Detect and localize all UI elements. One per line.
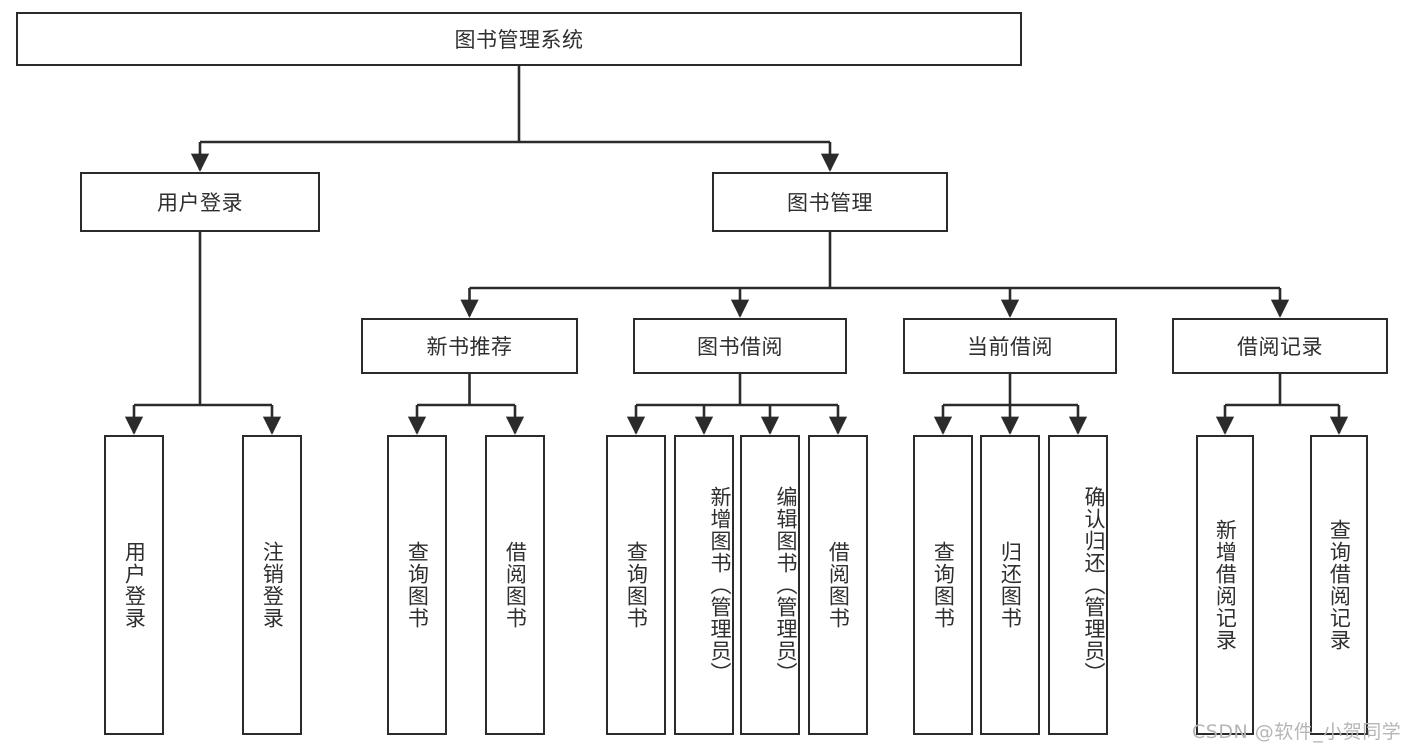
node-label: 图书管理系统 xyxy=(454,28,584,52)
node-new-book-recommend: 新书推荐 xyxy=(361,318,578,374)
node-label: 确认归还（管理员） xyxy=(1082,486,1106,684)
node-leaf-query-book-1: 查询图书 xyxy=(387,435,447,735)
node-label: 查询图书 xyxy=(405,541,430,629)
node-book-borrow: 图书借阅 xyxy=(633,318,847,374)
node-label: 用户登录 xyxy=(122,541,147,629)
node-leaf-edit-book: 编辑图书（管理员） xyxy=(740,435,800,735)
node-user-login: 用户登录 xyxy=(80,172,320,232)
node-leaf-return-book: 归还图书 xyxy=(980,435,1040,735)
node-label: 当前借阅 xyxy=(967,335,1053,359)
node-leaf-borrow-book-1: 借阅图书 xyxy=(485,435,545,735)
node-root: 图书管理系统 xyxy=(16,12,1022,66)
node-label: 借阅记录 xyxy=(1237,335,1323,359)
node-leaf-borrow-book-2: 借阅图书 xyxy=(808,435,868,735)
node-label: 用户登录 xyxy=(157,191,243,215)
node-leaf-confirm-return: 确认归还（管理员） xyxy=(1048,435,1108,735)
node-borrow-record: 借阅记录 xyxy=(1172,318,1388,374)
node-leaf-query-record: 查询借阅记录 xyxy=(1310,435,1368,735)
node-leaf-logout: 注销登录 xyxy=(242,435,302,735)
node-leaf-query-book-2: 查询图书 xyxy=(606,435,666,735)
node-label: 借阅图书 xyxy=(503,541,528,629)
node-label: 图书管理 xyxy=(787,191,873,215)
node-leaf-add-record: 新增借阅记录 xyxy=(1196,435,1254,735)
node-label: 编辑图书（管理员） xyxy=(774,486,798,684)
node-book-manage: 图书管理 xyxy=(712,172,948,232)
node-label: 新增图书（管理员） xyxy=(708,486,732,684)
node-label: 新书推荐 xyxy=(426,335,513,359)
csdn-watermark: CSDN @软件_小贺同学 xyxy=(1192,721,1402,743)
node-label: 新增借阅记录 xyxy=(1213,519,1238,651)
node-leaf-add-book: 新增图书（管理员） xyxy=(674,435,734,735)
node-label: 查询图书 xyxy=(624,541,649,629)
node-label: 查询图书 xyxy=(931,541,956,629)
node-leaf-query-book-3: 查询图书 xyxy=(913,435,973,735)
node-label: 图书借阅 xyxy=(697,335,783,359)
node-label: 归还图书 xyxy=(998,541,1023,629)
node-label: 注销登录 xyxy=(260,541,285,629)
node-label: 借阅图书 xyxy=(826,541,851,629)
node-current-borrow: 当前借阅 xyxy=(903,318,1117,374)
node-leaf-user-login: 用户登录 xyxy=(104,435,164,735)
node-label: 查询借阅记录 xyxy=(1327,519,1352,651)
